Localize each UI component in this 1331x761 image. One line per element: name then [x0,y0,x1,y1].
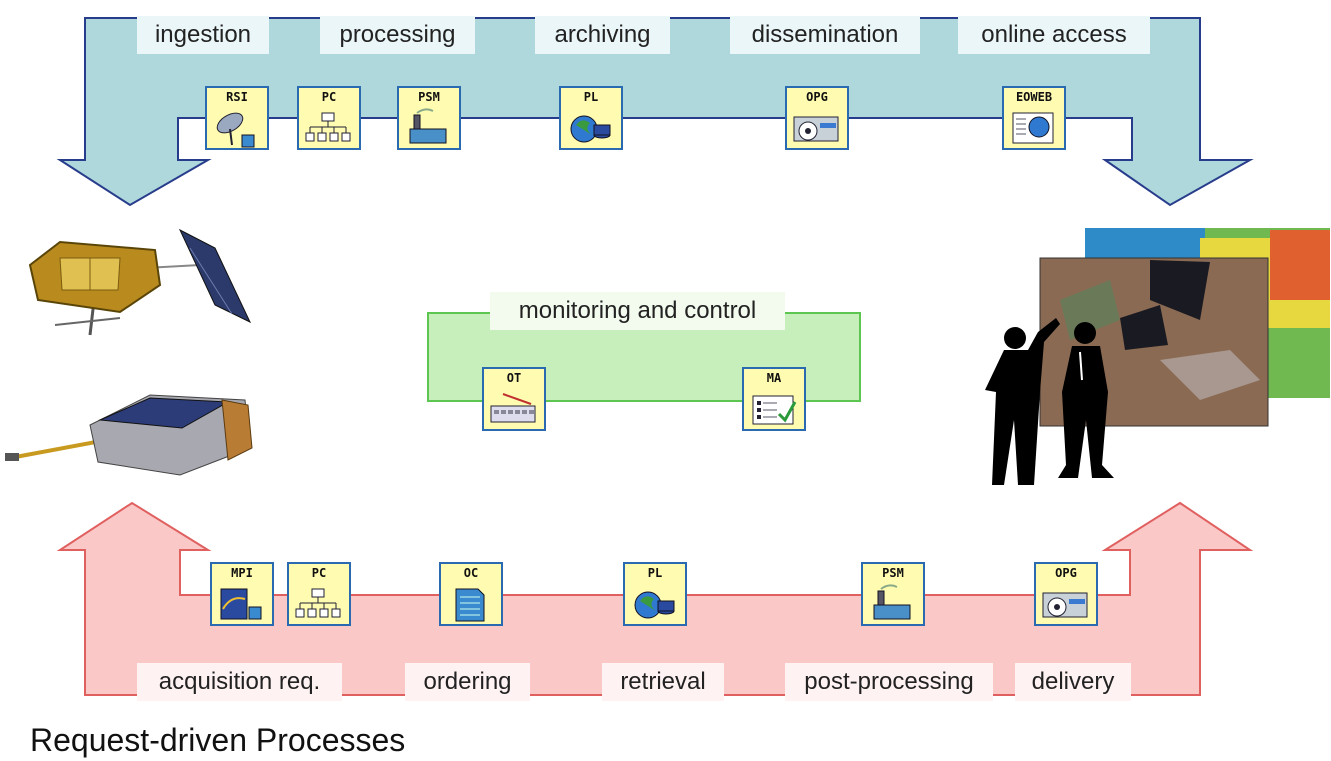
icon-code-label: OPG [806,90,828,104]
top-icon-pc-1: PC [297,86,361,150]
bottom-icon-mpi-0: MPI [210,562,274,626]
icon-code-label: OPG [1055,566,1077,580]
monitoring-icons-row: OT MA [482,367,806,431]
icon-code-label: EOWEB [1016,90,1052,104]
hierarchy-icon [295,588,341,618]
top-icon-psm-2: PSM [397,86,461,150]
icon-code-label: PC [322,90,336,104]
icon-code-label: MA [767,371,782,385]
globe-database-icon [634,591,675,619]
icon-code-label: OC [464,566,478,580]
document-icon [455,588,485,622]
stage-label-online-access: online access [958,16,1150,54]
planning-chart-icon [220,588,262,620]
stage-label-ordering: ordering [405,663,530,701]
bottom-icon-oc-2: OC [439,562,503,626]
top-icon-opg-4: OPG [785,86,849,150]
monitoring-title: monitoring and control [490,292,785,330]
bottom-icons-row: MPI PC OC PL PSM OPG [210,562,1098,626]
factory-icon [409,108,447,144]
people-silhouette [985,318,1114,485]
factory-icon [873,584,911,620]
top-flow-arrow [56,17,1254,207]
satellite-image-2 [5,394,253,476]
checklist-icon [752,395,797,425]
satellite-dish-icon [216,112,255,148]
icon-code-label: PSM [882,566,904,580]
stage-label-acquisition: acquisition req. [137,663,342,701]
web-page-icon [1012,112,1054,144]
top-icon-rsi-0: RSI [205,86,269,150]
hierarchy-icon [305,112,351,142]
top-icon-pl-3: PL [559,86,623,150]
stage-label-dissemination: dissemination [730,16,920,54]
icon-code-label: PSM [418,90,440,104]
keyboard-icon [490,393,536,423]
stage-label-archiving: archiving [535,16,670,54]
monitoring-icon-ma-1: MA [742,367,806,431]
icon-code-label: PL [648,566,662,580]
icon-code-label: MPI [231,566,253,580]
top-icons-row: RSI PC PSM PL OPG EOWEB [205,86,1066,150]
bottom-icon-opg-5: OPG [1034,562,1098,626]
stage-label-delivery: delivery [1015,663,1131,701]
top-icon-eoweb-5: EOWEB [1002,86,1066,150]
disc-drive-icon [1042,592,1088,618]
stage-label-retrieval: retrieval [602,663,724,701]
icon-frame [861,562,925,626]
globe-database-icon [570,115,611,143]
icon-code-label: PC [312,566,326,580]
icon-code-label: RSI [226,90,248,104]
disc-drive-icon [793,116,839,142]
bottom-icon-pc-1: PC [287,562,351,626]
stage-label-processing: processing [320,16,475,54]
stage-label-ingestion: ingestion [137,16,269,54]
bottom-icon-psm-4: PSM [861,562,925,626]
footer-title: Request-driven Processes [30,722,406,758]
monitoring-icon-ot-0: OT [482,367,546,431]
satellite-image-1 [28,228,252,336]
bottom-icon-pl-3: PL [623,562,687,626]
stage-label-post-processing: post-processing [785,663,993,701]
icon-code-label: OT [507,371,521,385]
icon-code-label: PL [584,90,598,104]
